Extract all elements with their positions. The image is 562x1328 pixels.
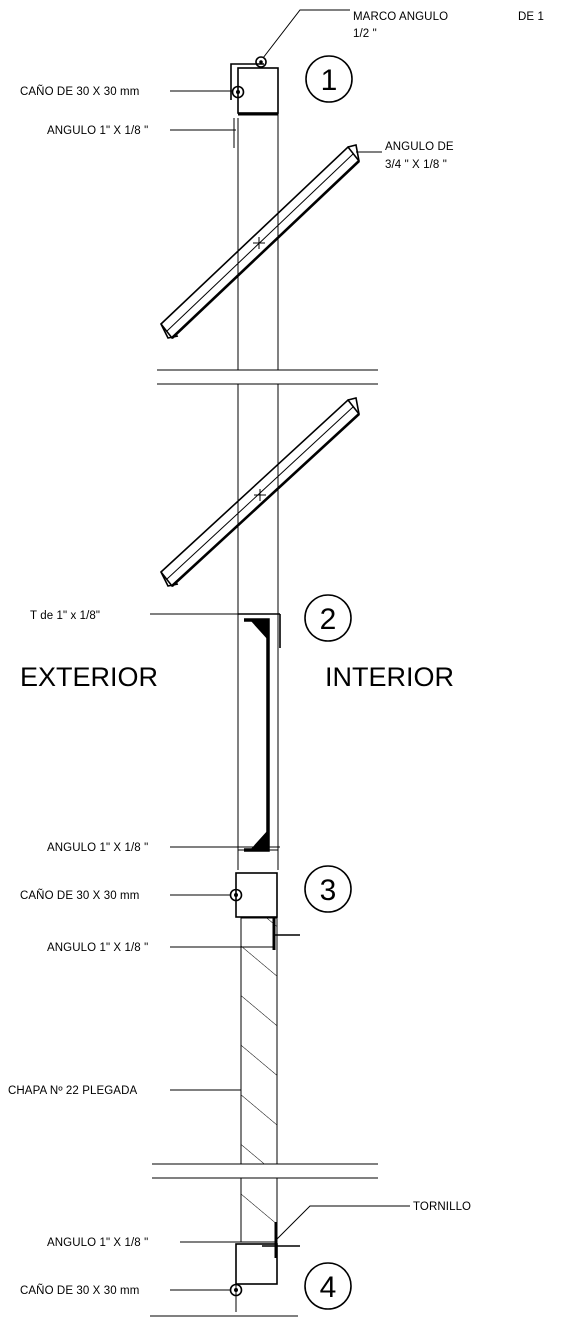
label-angulo-top: ANGULO 1" X 1/8 " [47, 125, 148, 137]
break-lines-top [157, 369, 378, 385]
vertical-frame [233, 103, 279, 870]
label-angulo-mid: ANGULO 1" X 1/8 " [47, 842, 148, 854]
bolt-icon [229, 888, 243, 902]
section-marker-2: 2 [304, 594, 352, 642]
label-chapa: CHAPA Nº 22 PLEGADA [8, 1085, 137, 1097]
label-marco-angulo: MARCO ANGULO [353, 11, 448, 23]
label-angulo-de-size: 3/4 " X 1/8 " [385, 159, 447, 171]
label-marco-de: DE 1 [518, 11, 544, 23]
middle-tube-section [170, 872, 278, 918]
top-tube-section [170, 9, 350, 131]
svg-text:2: 2 [320, 603, 337, 636]
label-angulo-de: ANGULO DE [385, 141, 454, 153]
label-cano-mid: CAÑO DE 30 X 30 mm [20, 889, 139, 902]
bolt-icon [255, 56, 267, 68]
t-profile-section [150, 613, 281, 852]
folded-sheet-panel [170, 917, 300, 1285]
svg-text:3: 3 [320, 874, 337, 907]
svg-text:4: 4 [320, 1271, 337, 1304]
break-lines-bottom [152, 1163, 378, 1179]
label-t-profile: T de 1" x 1/8" [30, 610, 100, 622]
svg-text:1: 1 [321, 64, 338, 97]
label-marco-fraction: 1/2 " [353, 28, 377, 40]
label-cano-bottom: CAÑO DE 30 X 30 mm [20, 1284, 139, 1297]
section-marker-4: 4 [304, 1262, 352, 1310]
label-interior: INTERIOR [325, 662, 454, 692]
label-angulo-bottom: ANGULO 1" X 1/8 " [47, 1237, 148, 1249]
louver-blade-1 [159, 144, 382, 340]
louver-blade-2 [159, 397, 361, 588]
section-marker-3: 3 [304, 865, 352, 913]
label-exterior: EXTERIOR [20, 662, 158, 692]
section-marker-1: 1 [305, 55, 353, 103]
label-angulo-lower: ANGULO 1" X 1/8 " [47, 942, 148, 954]
bottom-tube-section [150, 1205, 410, 1317]
label-tornillo: TORNILLO [413, 1201, 471, 1213]
bolt-icon [231, 85, 245, 99]
label-cano-top: CAÑO DE 30 X 30 mm [20, 85, 139, 98]
